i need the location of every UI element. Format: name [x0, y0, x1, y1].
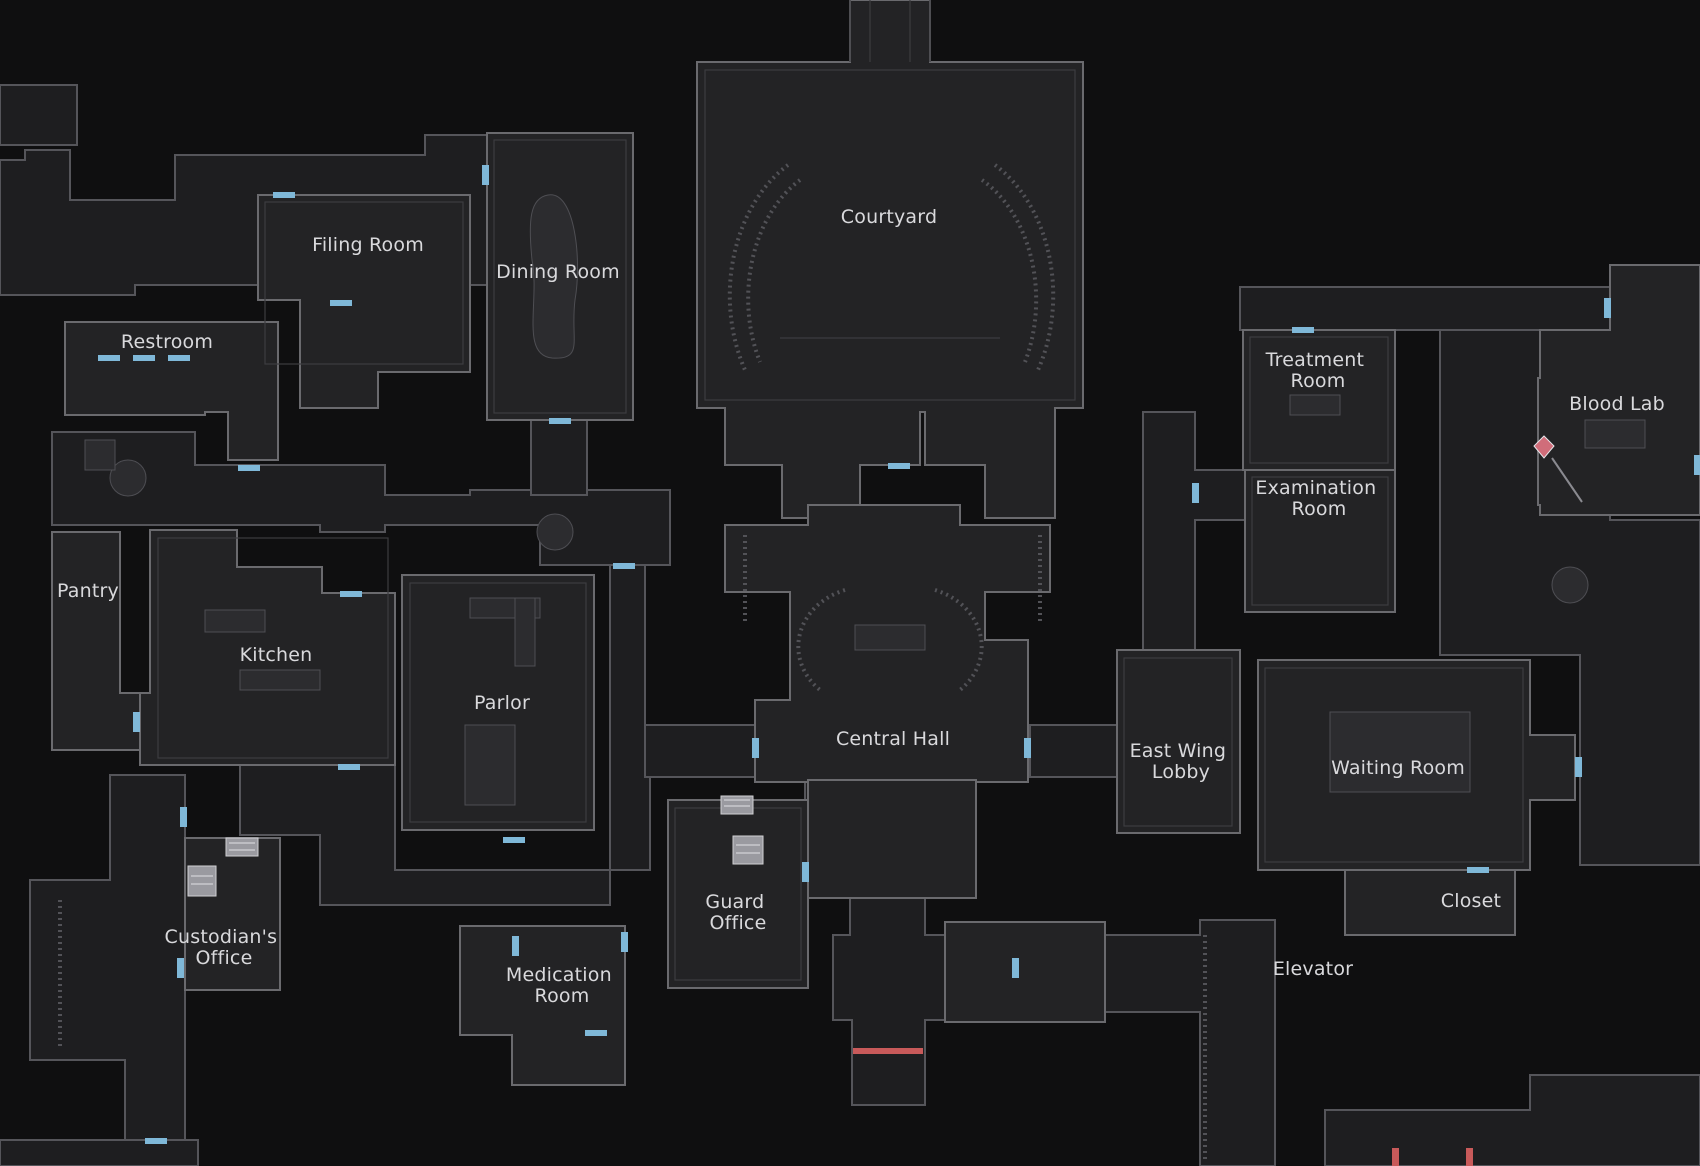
furniture	[84, 194, 1646, 806]
staircases	[58, 163, 1207, 1160]
room-courtyard-shape	[696, 0, 1084, 519]
label-treatment-room[interactable]: Treatment Room	[1265, 349, 1371, 392]
label-courtyard[interactable]: Courtyard	[841, 206, 937, 228]
label-custodians-office[interactable]: Custodian's Office	[165, 926, 284, 969]
label-parlor[interactable]: Parlor	[474, 692, 530, 714]
doors	[98, 165, 1700, 1166]
label-kitchen[interactable]: Kitchen	[240, 644, 313, 666]
label-examination-room[interactable]: Examination Room	[1255, 477, 1382, 520]
label-east-wing-lobby[interactable]: East Wing Lobby	[1130, 740, 1233, 783]
label-dining-room[interactable]: Dining Room	[496, 261, 620, 283]
typewriter-icon[interactable]	[187, 865, 217, 897]
typewriter-icon[interactable]	[225, 837, 259, 857]
label-filing-room[interactable]: Filing Room	[312, 234, 424, 256]
label-pantry[interactable]: Pantry	[57, 580, 119, 602]
player-marker-icon[interactable]	[1533, 435, 1583, 503]
label-waiting-room[interactable]: Waiting Room	[1331, 757, 1465, 779]
label-blood-lab[interactable]: Blood Lab	[1569, 393, 1665, 415]
map-items	[187, 435, 1583, 897]
typewriter-icon[interactable]	[720, 795, 754, 815]
label-medication-room[interactable]: Medication Room	[506, 964, 618, 1007]
label-restroom[interactable]: Restroom	[121, 331, 213, 353]
typewriter-icon[interactable]	[732, 835, 764, 865]
label-guard-office[interactable]: Guard Office	[705, 891, 770, 934]
inner-details	[157, 0, 1524, 981]
label-elevator[interactable]: Elevator	[1273, 958, 1353, 980]
room-labels: Courtyard Filing Room Dining Room Restro…	[57, 206, 1665, 1007]
label-closet[interactable]: Closet	[1441, 890, 1501, 912]
label-central-hall[interactable]: Central Hall	[836, 728, 950, 750]
